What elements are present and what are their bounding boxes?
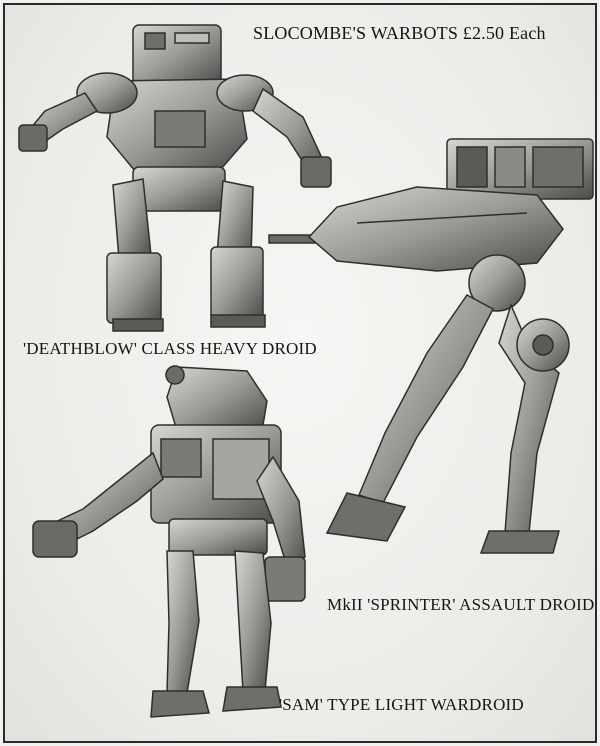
sprinter-caption: MkII 'SPRINTER' ASSAULT DROID (327, 595, 595, 614)
deathblow-caption: 'DEATHBLOW' CLASS HEAVY DROID (23, 339, 317, 358)
sprinter-droid-figure (268, 138, 594, 554)
advert-panel: SLOCOMBE'S WARBOTS £2.50 Each (3, 3, 597, 743)
sam-caption: 'SAM' TYPE LIGHT WARDROID (279, 695, 524, 714)
sam-droid-figure (32, 365, 306, 718)
deathblow-droid-figure (18, 24, 332, 332)
advert-title: SLOCOMBE'S WARBOTS £2.50 Each (253, 23, 546, 43)
